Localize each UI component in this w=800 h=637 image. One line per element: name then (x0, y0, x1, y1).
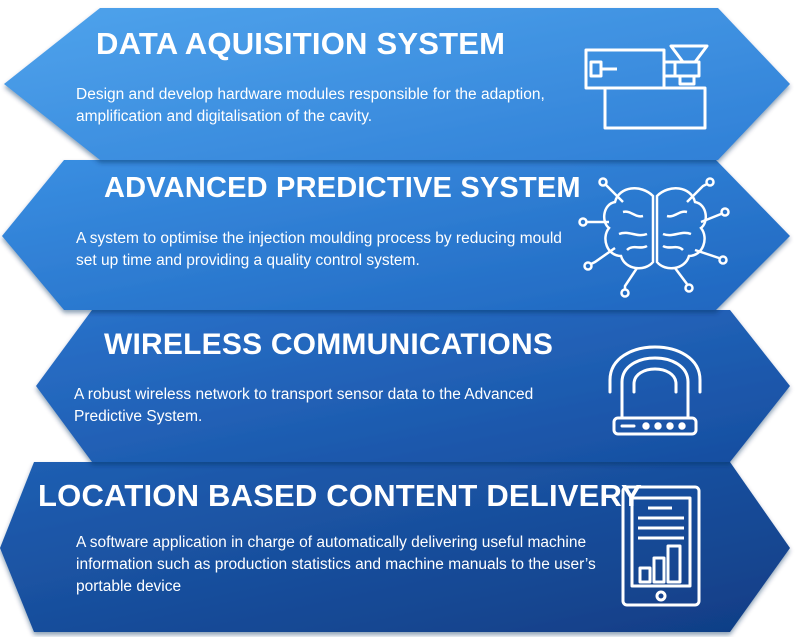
tablet-icon (621, 485, 701, 607)
panel-2-title: ADVANCED PREDICTIVE SYSTEM (104, 172, 581, 204)
panel-1-shape (4, 8, 790, 160)
panel-3-title: WIRELESS COMMUNICATIONS (104, 328, 554, 361)
panel-3-description: A robust wireless network to transport s… (74, 386, 534, 425)
panel-2-description: A system to optimise the injection mould… (76, 230, 562, 269)
wireless-router-icon (608, 345, 702, 436)
panel-3-shape (36, 310, 790, 462)
panel-4-shape (0, 462, 790, 632)
panel-1-title: DATA AQUISITION SYSTEM (96, 26, 506, 61)
machine-icon (584, 44, 709, 130)
panel-1-description: Design and develop hardware modules resp… (76, 86, 545, 125)
panel-4-title: LOCATION BASED CONTENT DELIVERY (38, 478, 642, 513)
brain-circuit-icon (578, 177, 730, 298)
panel-2-shape (2, 160, 790, 310)
panel-4-description: A software application in charge of auto… (76, 534, 596, 595)
